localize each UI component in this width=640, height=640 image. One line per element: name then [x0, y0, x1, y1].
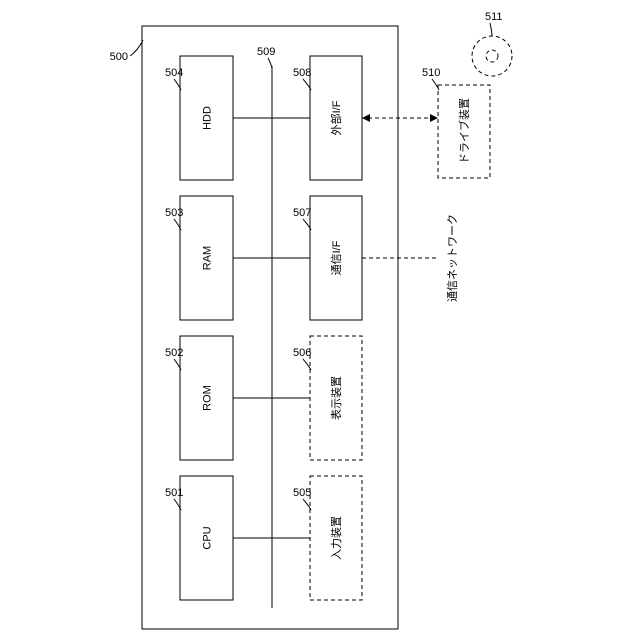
hdd-label: HDD — [202, 106, 214, 130]
ref-hdd: 504 — [165, 67, 183, 79]
ref-system: 500 — [110, 51, 128, 63]
leader-disk — [490, 23, 492, 36]
drive-label: ドライブ装置 — [457, 98, 471, 164]
cpu-label: CPU — [202, 526, 214, 549]
display-label: 表示装置 — [329, 376, 343, 420]
arrowhead-right — [430, 114, 438, 122]
ref-input: 505 — [293, 487, 311, 499]
ref-drive: 510 — [422, 67, 440, 79]
ext-if-label: 外部I/F — [329, 100, 343, 135]
ref-comm-if: 507 — [293, 207, 311, 219]
ref-ext-if: 508 — [293, 67, 311, 79]
ref-cpu: 501 — [165, 487, 183, 499]
ref-ram: 503 — [165, 207, 183, 219]
leader-system — [130, 40, 143, 56]
comm-if-label: 通信I/F — [330, 240, 343, 275]
disk-inner — [486, 50, 498, 62]
ref-display: 506 — [293, 347, 311, 359]
ref-disk: 511 — [485, 11, 503, 23]
input-label: 入力装置 — [330, 516, 343, 560]
ref-bus: 509 — [257, 46, 275, 58]
ram-label: RAM — [202, 246, 214, 270]
ref-rom: 502 — [165, 347, 183, 359]
network-label: 通信ネットワーク — [446, 214, 459, 302]
disk-outer — [472, 36, 512, 76]
rom-label: ROM — [202, 385, 214, 411]
